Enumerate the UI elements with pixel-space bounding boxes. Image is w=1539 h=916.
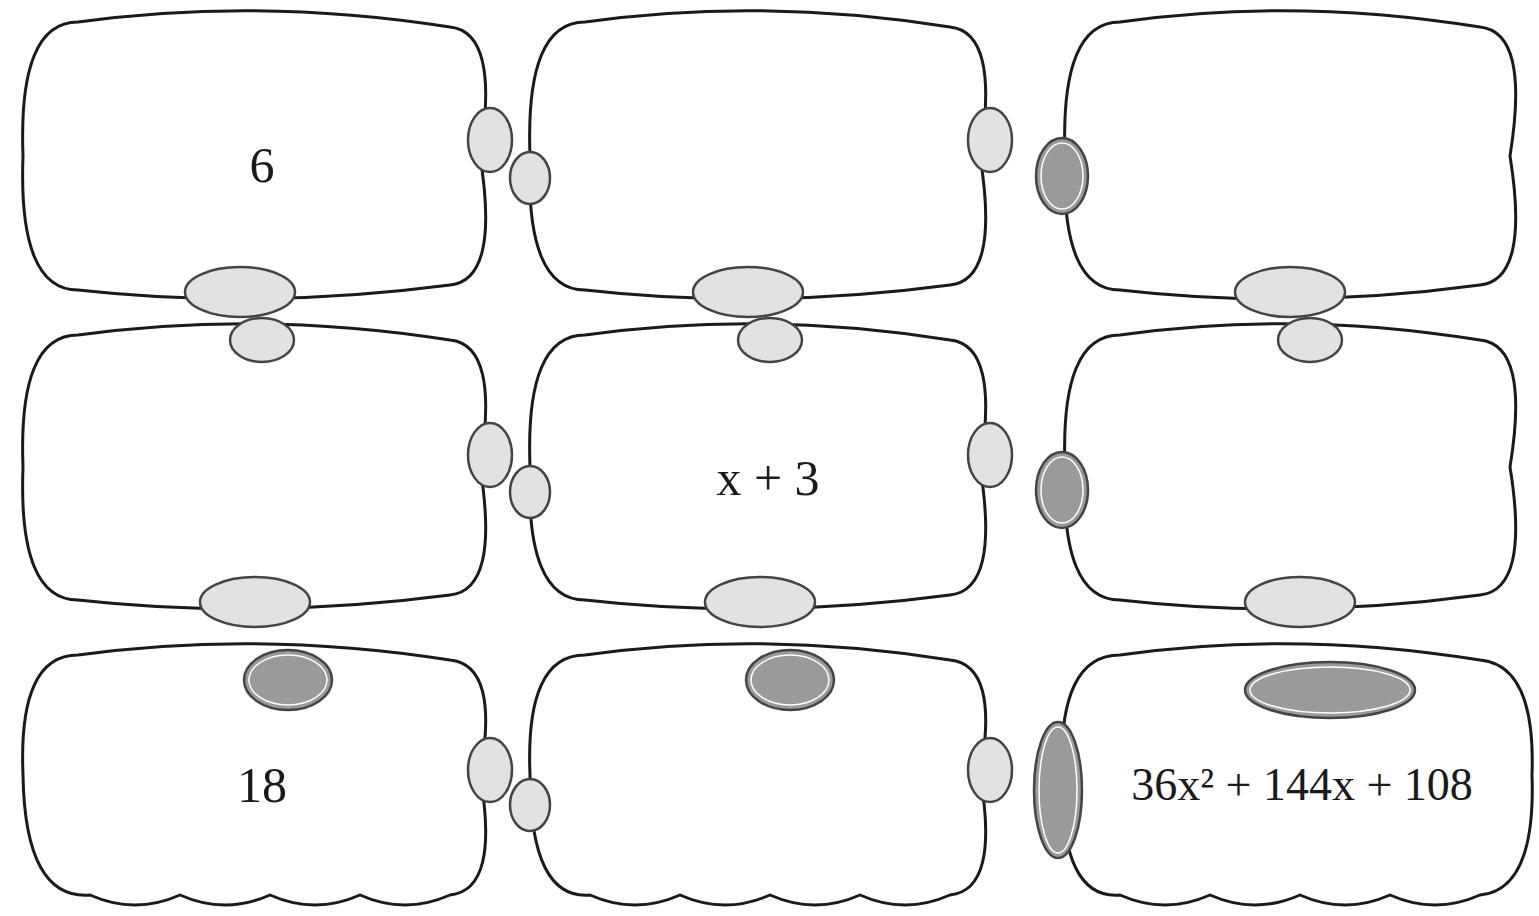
puzzle-piece bbox=[23, 11, 486, 299]
expression-text: 6 bbox=[250, 138, 275, 193]
puzzle-piece-label: 18 bbox=[227, 752, 297, 819]
puzzle-piece bbox=[23, 324, 486, 609]
puzzle-piece bbox=[1065, 11, 1516, 299]
puzzle-piece bbox=[530, 644, 986, 905]
puzzle-piece-label: x + 3 bbox=[706, 445, 829, 512]
puzzle-piece bbox=[1062, 644, 1533, 905]
expression-text: x + 3 bbox=[716, 451, 819, 506]
puzzle-piece bbox=[1065, 324, 1516, 609]
expression-text: 36x² + 144x + 108 bbox=[1131, 760, 1473, 811]
puzzle-piece bbox=[23, 644, 486, 905]
puzzle-piece bbox=[530, 11, 986, 299]
dark-tab-group bbox=[244, 138, 1415, 858]
dark-tab-rims bbox=[249, 143, 1410, 853]
expression-text: 18 bbox=[237, 758, 287, 813]
puzzle-piece-label: 36x² + 144x + 108 bbox=[1121, 754, 1483, 817]
tab-group bbox=[185, 108, 1355, 831]
puzzle-piece-label: 6 bbox=[240, 132, 285, 199]
puzzle-piece bbox=[530, 324, 986, 609]
